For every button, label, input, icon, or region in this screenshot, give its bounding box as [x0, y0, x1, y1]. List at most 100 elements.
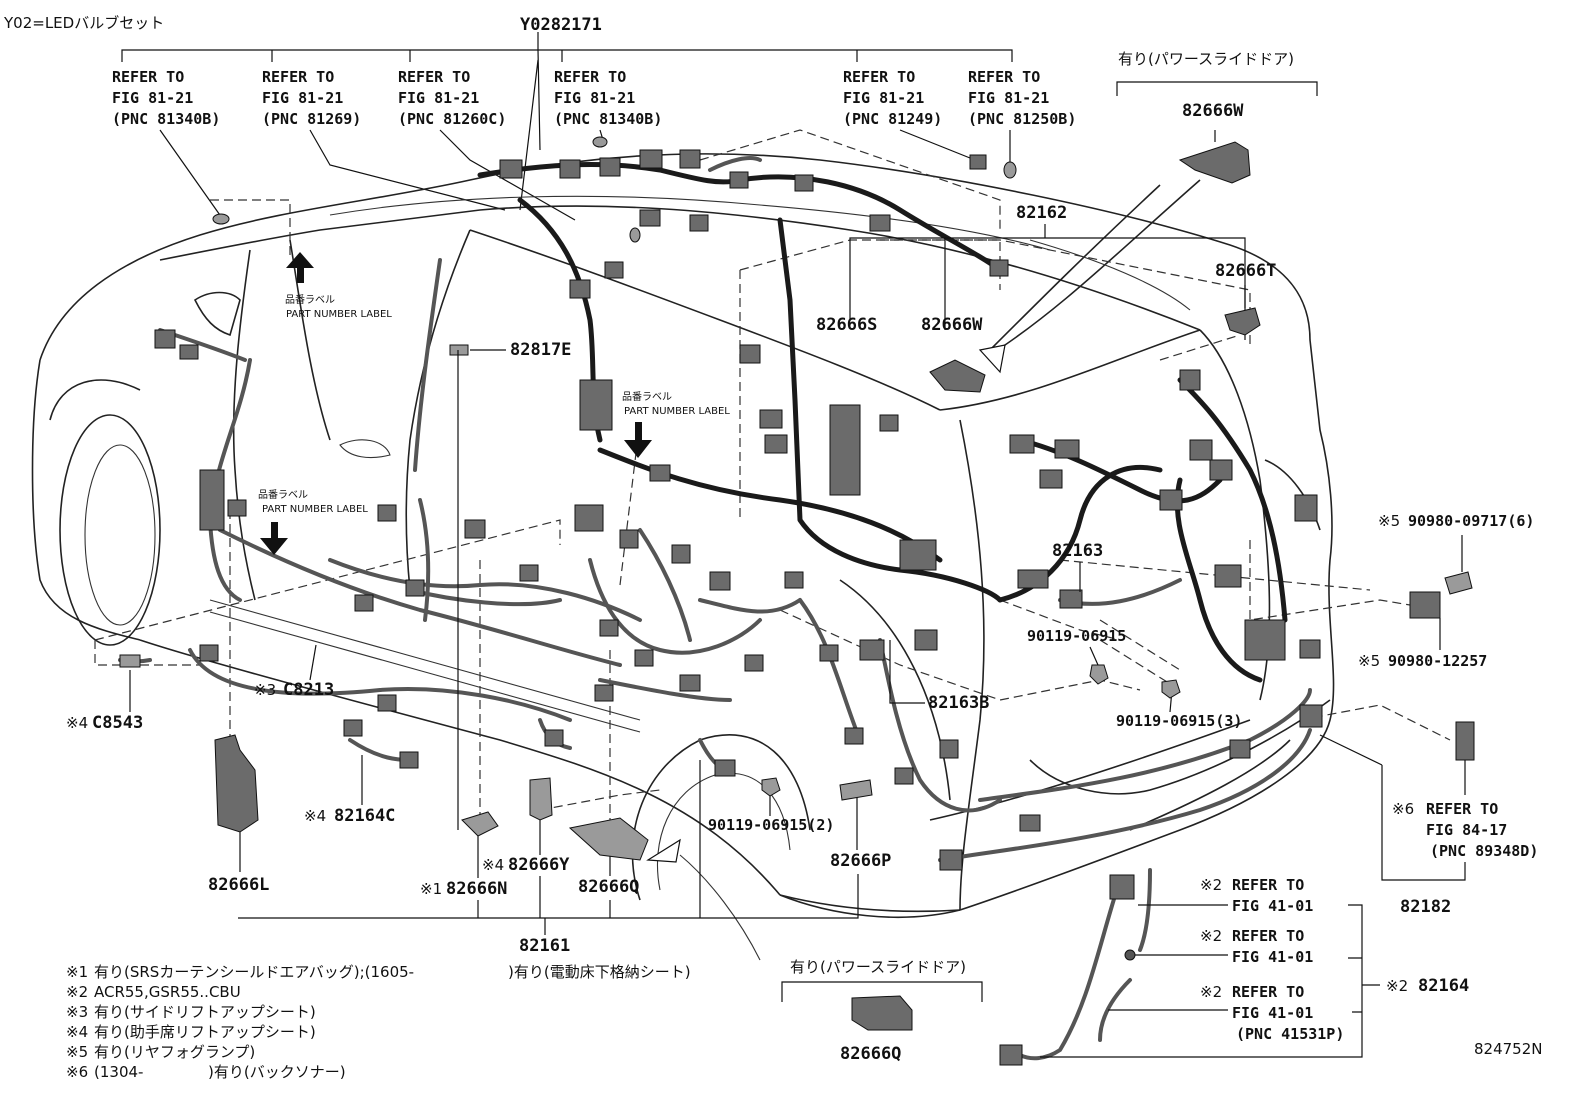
svg-text:(PNC 81340B): (PNC 81340B)	[112, 110, 220, 128]
label-82666P: 82666P	[830, 851, 891, 871]
label-82666T: 82666T	[1215, 261, 1276, 281]
label-82164C: 82164C	[334, 806, 395, 826]
label-82163: 82163	[1052, 541, 1103, 561]
label-C8543: C8543	[92, 713, 143, 733]
svg-text:ACR55,GSR55..CBU: ACR55,GSR55..CBU	[94, 983, 241, 1001]
label-82666N: 82666N	[446, 879, 507, 899]
svg-text:REFER TO: REFER TO	[1426, 800, 1498, 818]
svg-text:)有り(バックソナー): )有り(バックソナー)	[208, 1063, 346, 1081]
svg-text:FIG 41-01: FIG 41-01	[1232, 897, 1313, 915]
svg-text:※4: ※4	[66, 1023, 88, 1041]
label-82161: 82161	[519, 936, 570, 956]
svg-text:REFER TO: REFER TO	[968, 68, 1040, 86]
svg-text:REFER TO: REFER TO	[1232, 983, 1304, 1001]
svg-text:REFER TO: REFER TO	[843, 68, 915, 86]
svg-text:FIG 81-21: FIG 81-21	[554, 89, 635, 107]
part-number-label-arrow-3: 品番ラベル PART NUMBER LABEL	[258, 489, 368, 555]
connector-82666W-mid	[929, 359, 986, 393]
connectors	[119, 136, 1475, 1066]
label-82163B: 82163B	[928, 693, 989, 713]
power-slide-top-note: 有り(パワースライドドア)	[1118, 50, 1294, 68]
svg-text:REFER TO: REFER TO	[554, 68, 626, 86]
svg-text:FIG 81-21: FIG 81-21	[398, 89, 479, 107]
refer-block-4: REFER TO FIG 81-21 (PNC 81340B)	[554, 68, 662, 128]
svg-text:品番ラベル: 品番ラベル	[258, 489, 308, 501]
power-slide-bottom-note: 有り(パワースライドドア)	[790, 958, 966, 976]
connector-82666Q	[568, 817, 649, 861]
label-82666W-mid: 82666W	[921, 315, 983, 335]
top-bracket	[121, 49, 1013, 62]
svg-text:※1: ※1	[66, 963, 88, 981]
svg-text:REFER TO: REFER TO	[398, 68, 470, 86]
svg-text:※2: ※2	[1386, 977, 1408, 995]
svg-text:(PNC 81250B): (PNC 81250B)	[968, 110, 1076, 128]
refer-block-2: REFER TO FIG 81-21 (PNC 81269)	[262, 68, 361, 128]
svg-text:FIG 41-01: FIG 41-01	[1232, 1004, 1313, 1022]
top-part-number: Y0282171	[520, 15, 602, 35]
svg-text:(PNC 89348D): (PNC 89348D)	[1430, 842, 1538, 860]
svg-text:REFER TO: REFER TO	[1232, 927, 1304, 945]
connector-82666N	[461, 811, 499, 837]
svg-text:FIG 81-21: FIG 81-21	[843, 89, 924, 107]
connector-82666Y	[529, 777, 553, 821]
svg-text:品番ラベル: 品番ラベル	[285, 294, 335, 306]
svg-text:(PNC 41531P): (PNC 41531P)	[1236, 1025, 1344, 1043]
part-number-label-arrow-2: 品番ラベル PART NUMBER LABEL	[622, 391, 730, 458]
part-number-label-arrow-1: 品番ラベル PART NUMBER LABEL	[285, 252, 392, 320]
label-82666S: 82666S	[816, 315, 877, 335]
svg-text:※5: ※5	[66, 1043, 88, 1061]
label-90119-c: 90119-06915(2)	[708, 816, 834, 834]
diagram-id: 824752N	[1474, 1040, 1542, 1058]
label-82666L: 82666L	[208, 875, 269, 895]
svg-text:FIG 81-21: FIG 81-21	[968, 89, 1049, 107]
refer-block-3: REFER TO FIG 81-21 (PNC 81260C)	[398, 68, 506, 128]
svg-text:FIG 81-21: FIG 81-21	[112, 89, 193, 107]
svg-text:(PNC 81260C): (PNC 81260C)	[398, 110, 506, 128]
svg-text:※1: ※1	[420, 880, 442, 898]
svg-text:※2: ※2	[1200, 983, 1222, 1001]
label-82817E: 82817E	[510, 340, 571, 360]
svg-text:※4: ※4	[66, 714, 88, 732]
footnotes: ※1 有り(SRSカーテンシールドエアバッグ);(1605- )有り(電動床下格…	[66, 963, 691, 1081]
svg-text:※3: ※3	[254, 681, 276, 699]
svg-text:PART NUMBER LABEL: PART NUMBER LABEL	[624, 406, 730, 417]
refer-block-6: REFER TO FIG 81-21 (PNC 81250B)	[968, 68, 1076, 128]
svg-text:PART NUMBER LABEL: PART NUMBER LABEL	[286, 309, 392, 320]
svg-text:※6: ※6	[1392, 800, 1414, 818]
label-82182: 82182	[1400, 897, 1451, 917]
svg-text:(1304-: (1304-	[94, 1063, 143, 1081]
svg-text:※6: ※6	[66, 1063, 88, 1081]
svg-text:※2: ※2	[1200, 927, 1222, 945]
label-82162: 82162	[1016, 203, 1067, 223]
svg-text:※4: ※4	[304, 807, 326, 825]
svg-text:有り(サイドリフトアップシート): 有り(サイドリフトアップシート)	[94, 1003, 316, 1021]
label-82666Q-bottom: 82666Q	[840, 1044, 901, 1064]
svg-text:FIG 41-01: FIG 41-01	[1232, 948, 1313, 966]
svg-text:有り(SRSカーテンシールドエアバッグ);(1605-: 有り(SRSカーテンシールドエアバッグ);(1605-	[94, 963, 414, 981]
svg-text:REFER TO: REFER TO	[112, 68, 184, 86]
connector-82666L	[214, 734, 259, 833]
label-90119-a: 90119-06915	[1027, 627, 1126, 645]
label-C8213: C8213	[283, 680, 334, 700]
connector-82666T	[1224, 307, 1261, 336]
svg-text:(PNC 81340B): (PNC 81340B)	[554, 110, 662, 128]
refer-block-41-01-a: ※2 REFER TO FIG 41-01	[1138, 876, 1313, 915]
refer-block-1: REFER TO FIG 81-21 (PNC 81340B)	[112, 68, 220, 128]
label-82666W-top: 82666W	[1182, 101, 1244, 121]
label-90119-b: 90119-06915(3)	[1116, 712, 1242, 730]
variant-note: Y02=LEDバルブセット	[3, 14, 164, 32]
connector-82666W-top	[1178, 141, 1251, 184]
refer-block-84-17: ※6 REFER TO FIG 84-17 (PNC 89348D)	[1392, 760, 1538, 860]
connector-82666Q-bottom	[851, 995, 913, 1031]
label-82666Y: 82666Y	[508, 855, 570, 875]
svg-text:REFER TO: REFER TO	[262, 68, 334, 86]
svg-text:品番ラベル: 品番ラベル	[622, 391, 672, 403]
label-82666Q: 82666Q	[578, 877, 639, 897]
svg-text:FIG 81-21: FIG 81-21	[262, 89, 343, 107]
refer-block-41-01-c: ※2 REFER TO FIG 41-01 (PNC 41531P)	[1108, 983, 1344, 1043]
svg-text:※4: ※4	[482, 856, 504, 874]
svg-text:(PNC 81269): (PNC 81269)	[262, 110, 361, 128]
label-90980-12257: 90980-12257	[1388, 652, 1487, 670]
